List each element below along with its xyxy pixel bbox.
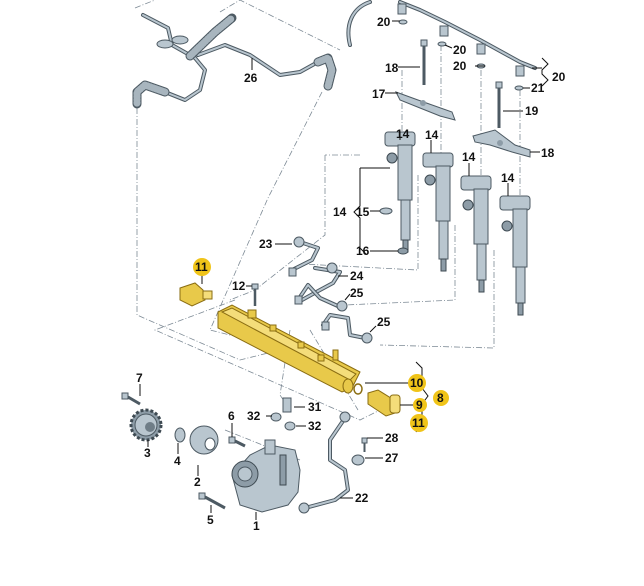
callout-28[interactable]: 28: [385, 431, 399, 445]
highlight-marker: [410, 414, 428, 432]
callout-20[interactable]: 20: [453, 59, 467, 73]
part-17-clamps[interactable]: [394, 91, 531, 158]
callout-32[interactable]: 32: [247, 409, 261, 423]
callout-14[interactable]: 14: [501, 171, 515, 185]
part-28-bolt[interactable]: [361, 437, 368, 452]
highlight-marker: [193, 258, 211, 276]
part-5-bolt[interactable]: [198, 492, 226, 510]
callout-20[interactable]: 20: [453, 43, 467, 57]
callout-11[interactable]: 11: [195, 260, 208, 274]
part-27-clip[interactable]: [351, 454, 365, 466]
guide-line: [153, 299, 381, 421]
part-18-bolts[interactable]: [420, 39, 503, 128]
callout-16[interactable]: 16: [356, 244, 370, 258]
part-31-banjo[interactable]: [282, 397, 292, 413]
callout-12[interactable]: 12: [232, 279, 246, 293]
callout-4[interactable]: 4: [174, 454, 181, 468]
callout-26[interactable]: 26: [244, 71, 258, 85]
part-26-hose-assembly[interactable]: [132, 13, 337, 109]
part-1-high-pressure-pump[interactable]: [231, 439, 301, 513]
part-3-sprocket[interactable]: [129, 408, 163, 442]
guide-line: [219, 0, 341, 51]
assembly-guide-lines: [134, 0, 521, 461]
callout-7[interactable]: 7: [136, 371, 143, 385]
part-4-nut[interactable]: [174, 427, 186, 443]
callout-8[interactable]: 8: [437, 391, 444, 405]
part-6-bolt[interactable]: [228, 436, 246, 448]
callout-20[interactable]: 21: [531, 81, 545, 95]
part-12-bolt[interactable]: [251, 283, 259, 306]
guide-line: [229, 155, 326, 301]
part-22-25-injection-pipes[interactable]: [288, 236, 373, 344]
part-32-seal[interactable]: [270, 412, 282, 422]
callout-1[interactable]: 1: [253, 519, 260, 533]
callout-9[interactable]: 9: [416, 398, 423, 412]
highlight-marker: [433, 390, 449, 406]
callout-14[interactable]: 14: [333, 205, 347, 219]
callout-23[interactable]: 24: [350, 269, 364, 283]
callout-6[interactable]: 6: [228, 409, 235, 423]
callout-14[interactable]: 14: [425, 128, 439, 142]
callout-21[interactable]: 22: [355, 491, 369, 505]
part-19-leak-off-line[interactable]: [346, 0, 537, 77]
callout-18[interactable]: 19: [525, 104, 539, 118]
part-15-o-ring[interactable]: [379, 207, 393, 215]
callout-14[interactable]: 14: [462, 150, 476, 164]
callout-24[interactable]: 25: [350, 286, 364, 300]
callout-25[interactable]: 25: [377, 315, 391, 329]
guide-line: [136, 108, 301, 361]
callout-22[interactable]: 23: [259, 237, 273, 251]
callout-10[interactable]: 10: [410, 376, 424, 390]
callout-31[interactable]: 31: [308, 400, 322, 414]
callout-labels: 26 20 20 20 21 20 18 19 17 18 14 14 14 1…: [136, 15, 566, 533]
callout-18[interactable]: 18: [385, 61, 399, 75]
guide-line: [134, 0, 156, 9]
callout-20[interactable]: 20: [377, 15, 391, 29]
callout-5[interactable]: 5: [207, 513, 214, 527]
part-21-pipe[interactable]: [298, 411, 351, 514]
part-9-pressure-regulator[interactable]: [367, 389, 401, 417]
part-10-seal-ring[interactable]: [353, 383, 363, 395]
injector-1: [384, 131, 416, 253]
callout-3[interactable]: 3: [144, 446, 151, 460]
callout-19[interactable]: 20: [552, 70, 566, 84]
part-11-pressure-sensor[interactable]: [179, 282, 213, 307]
part-32-seal[interactable]: [284, 421, 296, 431]
fuel-rail[interactable]: [217, 304, 361, 394]
part-2-hub[interactable]: [189, 425, 219, 455]
injector-2: [422, 152, 454, 272]
callout-2[interactable]: 2: [194, 475, 201, 489]
callout-11[interactable]: 11: [412, 416, 425, 430]
highlight-marker: [408, 374, 426, 392]
part-14-injectors[interactable]: [384, 131, 531, 316]
callout-15[interactable]: 15: [356, 205, 370, 219]
callout-27[interactable]: 27: [385, 451, 399, 465]
part-7-bolt[interactable]: [121, 392, 141, 406]
injector-4: [499, 195, 531, 316]
callout-17[interactable]: 18: [541, 146, 555, 160]
guide-line: [344, 225, 456, 306]
part-16-washer[interactable]: [397, 247, 409, 255]
callout-32[interactable]: 32: [308, 419, 322, 433]
guide-line: [209, 91, 323, 341]
highlight-marker: [413, 398, 427, 412]
callout-17[interactable]: 17: [372, 87, 386, 101]
injector-3: [460, 175, 492, 293]
callout-14[interactable]: 14: [396, 127, 410, 141]
